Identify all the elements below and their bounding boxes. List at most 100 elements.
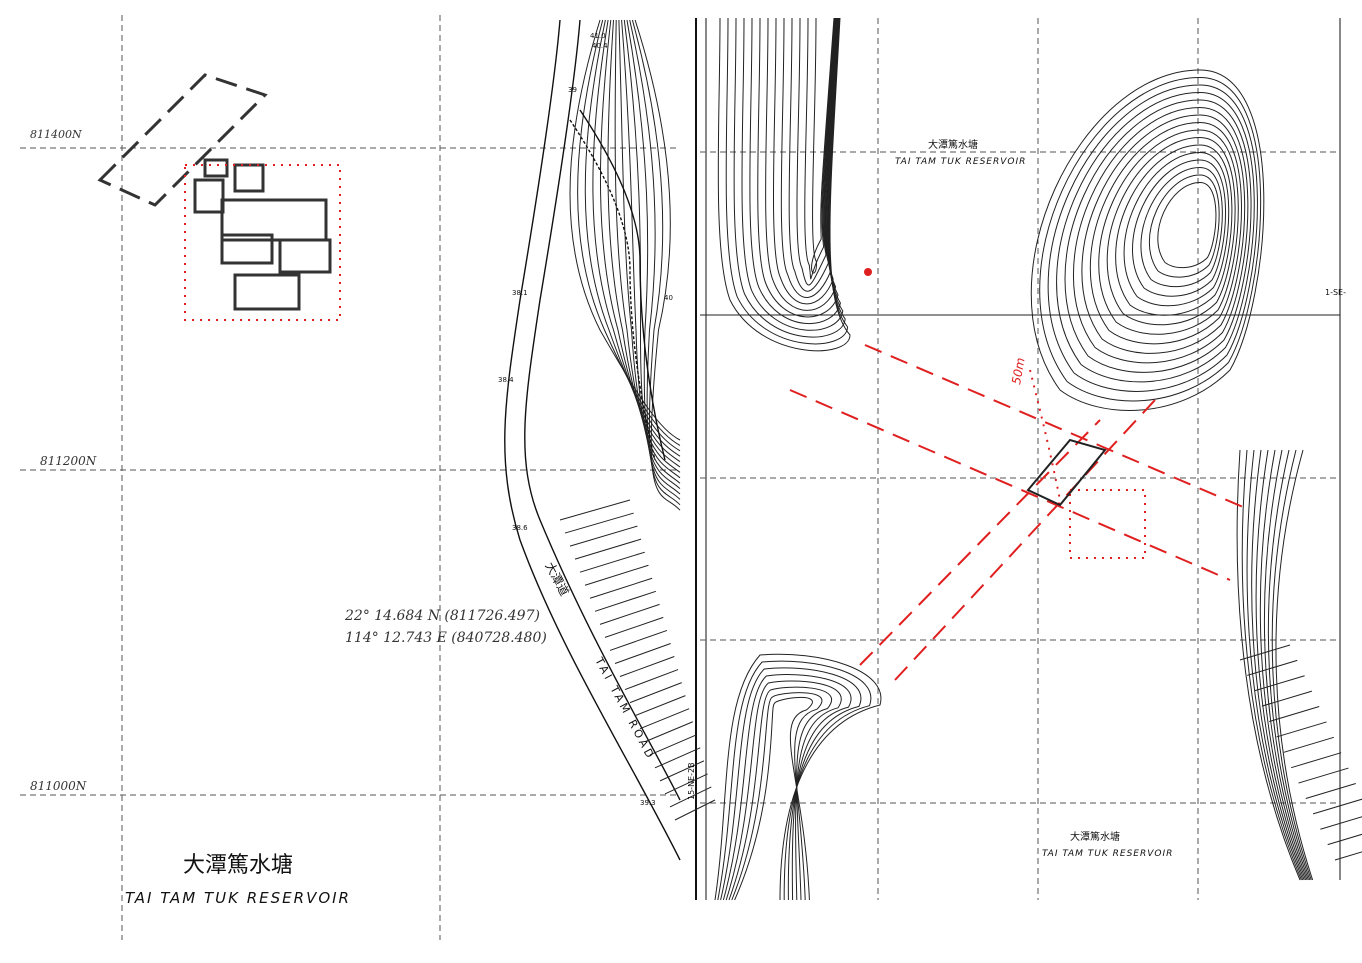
contour-line (1081, 114, 1246, 354)
hatch-line (644, 721, 694, 743)
contour-line (788, 17, 836, 292)
hatch-line (1269, 706, 1320, 723)
hatch-line (1283, 736, 1334, 753)
contour-line (1267, 449, 1311, 881)
contour-line (1106, 136, 1236, 326)
contour-line (765, 17, 838, 311)
contour-line (623, 19, 681, 489)
contour-line (734, 696, 813, 901)
hatch-line (1334, 851, 1362, 861)
contour-line (634, 19, 681, 511)
contour-line (757, 17, 839, 318)
hatch-line (599, 603, 660, 625)
hatch-line (589, 577, 653, 599)
right-reservoir-bottom-en: TAI TAM TUK RESERVOIR (1042, 849, 1173, 859)
contour-line (1132, 159, 1227, 297)
contour-line (1263, 449, 1309, 881)
contour-line (1157, 181, 1217, 269)
hatch-line (1261, 690, 1313, 707)
grid-label: 811400N (30, 128, 82, 141)
contour-line (725, 680, 842, 901)
hatch-line (1305, 782, 1356, 799)
contour-line (1072, 106, 1249, 364)
hatch-line (609, 629, 668, 651)
hatch-line (574, 538, 642, 560)
hatch-line (659, 760, 705, 782)
contour-line (714, 653, 882, 901)
contour-line (599, 19, 681, 463)
spot-height: 40 (664, 294, 673, 302)
red-markup (789, 268, 1251, 681)
spot-height: 41.0 (590, 32, 606, 40)
contour-line (1140, 166, 1223, 288)
contour-line (796, 17, 836, 286)
contour-line (1056, 91, 1255, 383)
road-name-en: TAI TAM ROAD (592, 654, 658, 762)
right-grid (695, 18, 1341, 900)
contour-line (1039, 76, 1262, 402)
contour-line (1123, 151, 1230, 307)
hatch-line (639, 708, 690, 730)
contour-line (626, 19, 681, 495)
hatch-line (1312, 798, 1362, 815)
hatch-line (604, 616, 664, 638)
hatch-line (559, 499, 631, 521)
hatch-line (649, 734, 697, 756)
hatch-line (619, 656, 675, 677)
grid-label: 811000N (30, 779, 87, 793)
hatch-line (614, 643, 671, 664)
hatch-line (669, 786, 712, 808)
hatch-line (1298, 767, 1349, 784)
contour-line (1148, 174, 1220, 278)
contour-line (725, 17, 849, 345)
spot-height: 39 (568, 86, 577, 94)
hatch-line (579, 551, 645, 573)
spot-height: 40.4 (592, 42, 608, 50)
contour-line (618, 19, 681, 479)
hatch-line (594, 590, 657, 612)
contour-line (733, 17, 846, 338)
contour-line (1275, 449, 1314, 881)
contour-line (1241, 449, 1302, 881)
hatch-line (1239, 644, 1291, 661)
contour-line (731, 692, 823, 901)
hatch-line (664, 773, 708, 795)
contour-line (728, 686, 832, 901)
contour-line (1115, 144, 1233, 316)
spot-height: 38.6 (512, 524, 528, 532)
grid-label: 811200N (40, 454, 97, 468)
hatch-line (1276, 721, 1327, 738)
contour-line (1047, 84, 1258, 392)
hatch-line (1320, 816, 1362, 830)
contour-line (1098, 129, 1239, 335)
right-reservoir-bottom-cn: 大潭篤水塘 (1070, 830, 1120, 843)
contour-lines (569, 17, 1314, 901)
hatch-line (1247, 659, 1298, 676)
contour-line (621, 19, 681, 484)
left-reservoir-cn: 大潭篤水塘 (183, 853, 293, 878)
right-reservoir-top-cn: 大潭篤水塘 (928, 138, 978, 151)
handwritten-latitude: 22° 14.684 N (811726.497) (344, 608, 540, 624)
hatch-line (654, 747, 701, 769)
contour-line (1064, 99, 1252, 373)
contour-line (1030, 69, 1265, 411)
contour-line (811, 17, 835, 274)
contour-line (804, 17, 835, 280)
distance-annotation: 50m (1009, 357, 1027, 386)
contour-line (614, 19, 681, 473)
hatch-line (584, 564, 649, 586)
sheet-label: 15-NE-2B (687, 762, 696, 800)
road-embankment-hatching (559, 499, 1362, 861)
contour-line (772, 17, 837, 305)
spot-height: 39.3 (640, 799, 656, 807)
contour-line (607, 19, 681, 468)
hatch-line (634, 695, 686, 717)
contour-line (749, 17, 841, 324)
road-name-cn: 大潭道 (542, 560, 571, 598)
contour-line (569, 19, 681, 441)
right-reservoir-top-en: TAI TAM TUK RESERVOIR (895, 157, 1026, 167)
contour-line (592, 19, 681, 457)
hatch-line (1327, 833, 1362, 846)
contour-line (1090, 121, 1242, 345)
